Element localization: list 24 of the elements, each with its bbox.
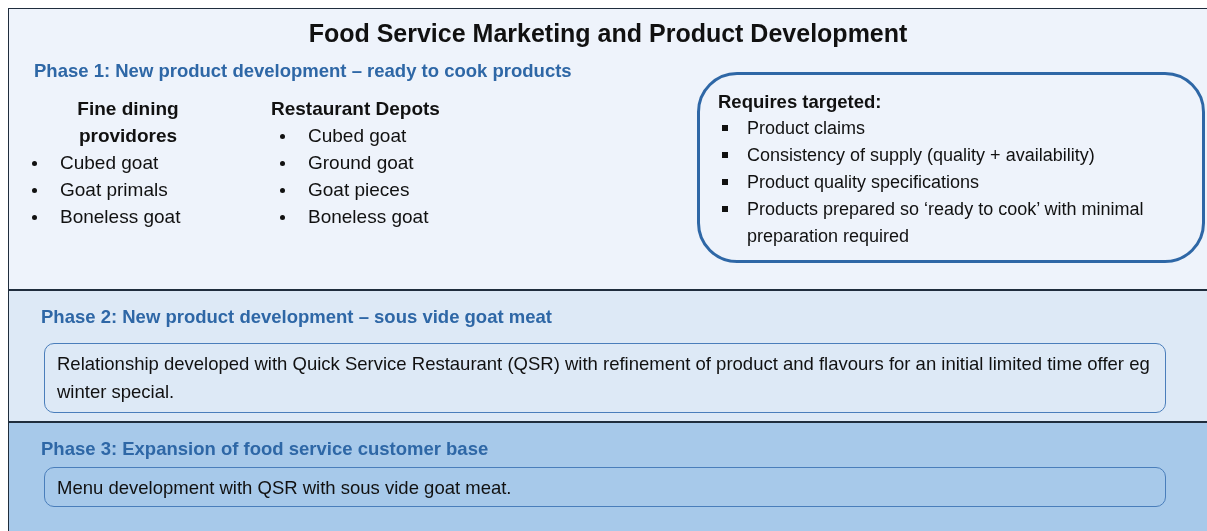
phase-heading: Phase 3: Expansion of food service customer base — [41, 438, 489, 460]
list-item: Boneless goat — [23, 203, 223, 230]
description-box: Menu development with QSR with sous vide goat meat. — [44, 467, 1166, 507]
phase-panel — [8, 422, 1207, 531]
phase-panel — [8, 290, 1207, 422]
list-item: Goat pieces — [271, 176, 531, 203]
list-item: Cubed goat — [271, 122, 531, 149]
list-item: Goat primals — [23, 176, 223, 203]
list-item: Product quality specifications — [718, 169, 1192, 196]
list-item: Ground goat — [271, 149, 531, 176]
phase-panel — [8, 8, 1207, 290]
list-item: Consistency of supply (quality + availability) — [718, 142, 1192, 169]
column-heading: Restaurant Depots — [271, 97, 441, 121]
diagram-title: Food Service Marketing and Product Development — [307, 19, 909, 48]
phase-heading: Phase 1: New product development – ready to cook products — [34, 60, 572, 82]
list-item: Product claims — [718, 115, 1192, 142]
column-heading: Fine dining providores — [76, 97, 180, 148]
requirements-box — [697, 72, 1205, 263]
phase-heading: Phase 2: New product development – sous vide goat meat — [41, 306, 552, 328]
list-item: Cubed goat — [23, 149, 223, 176]
list-item: Products prepared so ‘ready to cook’ with minimal preparation required — [718, 196, 1192, 250]
description-box: Relationship developed with Quick Service Restaurant (QSR) with refinement of product and flavours for an initial limited time offer eg winter special. — [44, 343, 1166, 413]
list-item: Boneless goat — [271, 203, 531, 230]
list-heading: Requires targeted: — [718, 90, 883, 114]
